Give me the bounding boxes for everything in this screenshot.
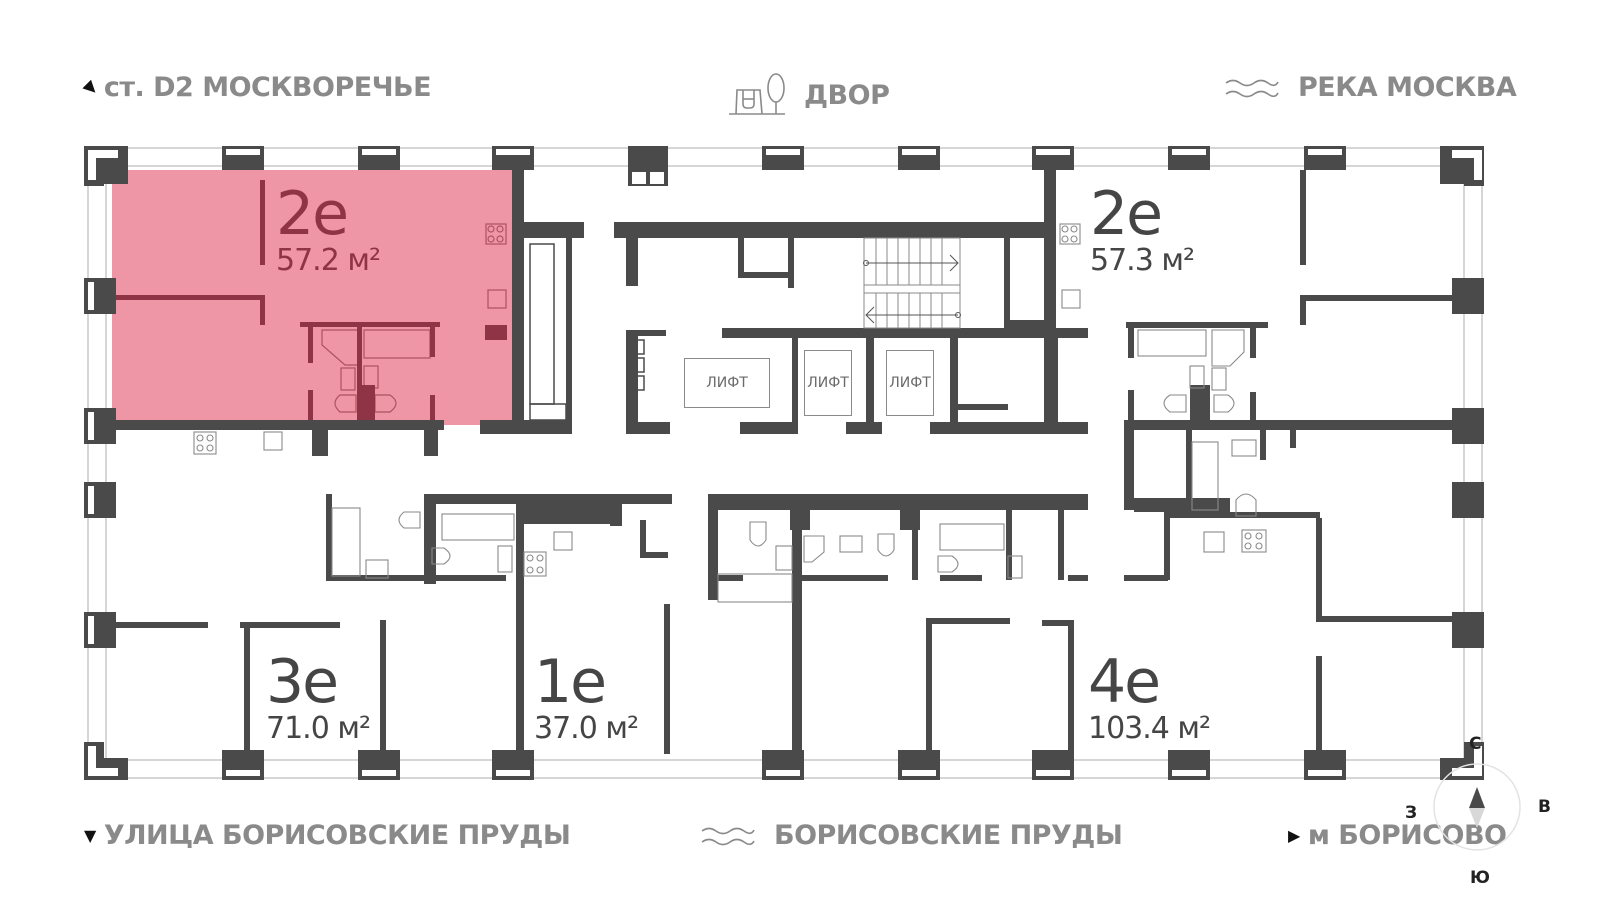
- unit-rooms: 2е: [1090, 179, 1163, 249]
- unit-3e-label[interactable]: 3е 71.0 м²: [266, 647, 371, 746]
- unit-area: 103.4 м²: [1088, 711, 1211, 746]
- orientation-label: ст. D2 МОСКВОРЕЧЬЕ: [103, 72, 432, 103]
- unit-2e-east-label[interactable]: 2е 57.3 м²: [1090, 179, 1195, 278]
- orientation-label: РЕКА МОСКВА: [1298, 72, 1517, 103]
- unit-rooms: 2е: [276, 179, 349, 249]
- orientation-label: ДВОР: [804, 79, 890, 111]
- triangle-right-icon: ▶: [1288, 826, 1300, 845]
- unit-1e-label[interactable]: 1е 37.0 м²: [534, 647, 639, 746]
- triangle-down-icon: ▼: [84, 826, 96, 845]
- unit-2e-west-fill[interactable]: [112, 170, 512, 425]
- compass-north-label: С: [1469, 734, 1482, 754]
- compass: [1433, 763, 1521, 851]
- unit-area: 37.0 м²: [534, 711, 639, 746]
- unit-area: 57.3 м²: [1090, 243, 1195, 278]
- compass-west-label: З: [1405, 803, 1418, 823]
- unit-4e-label[interactable]: 4е 103.4 м²: [1088, 647, 1211, 746]
- orientation-top-right: РЕКА МОСКВА: [1224, 72, 1517, 103]
- orientation-bottom-center: БОРИСОВСКИЕ ПРУДЫ: [700, 820, 1123, 851]
- orientation-label: БОРИСОВСКИЕ ПРУДЫ: [774, 820, 1123, 851]
- lift-3: ЛИФТ: [886, 350, 934, 416]
- unit-rooms: 3е: [266, 647, 339, 717]
- orientation-label: УЛИЦА БОРИСОВСКИЕ ПРУДЫ: [103, 820, 571, 851]
- unit-area: 71.0 м²: [266, 711, 371, 746]
- compass-east-label: В: [1538, 797, 1551, 817]
- staircase: [863, 237, 961, 329]
- orientation-label: м БОРИСОВО: [1307, 820, 1507, 851]
- water-waves-icon: [1225, 79, 1279, 97]
- unit-area: 57.2 м²: [276, 243, 381, 278]
- lift-2: ЛИФТ: [804, 350, 852, 416]
- orientation-bottom-left: ▼ УЛИЦА БОРИСОВСКИЕ ПРУДЫ: [84, 820, 571, 851]
- lift-1: ЛИФТ: [684, 358, 770, 408]
- water-waves-icon: [701, 827, 755, 845]
- orientation-top-center: ДВОР: [728, 72, 890, 118]
- unit-rooms: 4е: [1088, 647, 1161, 717]
- fixtures: [193, 223, 1267, 603]
- orientation-bottom-right: ▶ м БОРИСОВО: [1288, 820, 1507, 851]
- compass-south-label: Ю: [1470, 868, 1490, 888]
- compass-north-arrow-icon: [1469, 787, 1485, 808]
- unit-rooms: 1е: [534, 647, 607, 717]
- courtyard-playground-icon: [729, 73, 785, 115]
- unit-2e-west-label[interactable]: 2е 57.2 м²: [276, 179, 381, 278]
- orientation-top-left: ▼ ст. D2 МОСКВОРЕЧЬЕ: [79, 72, 432, 103]
